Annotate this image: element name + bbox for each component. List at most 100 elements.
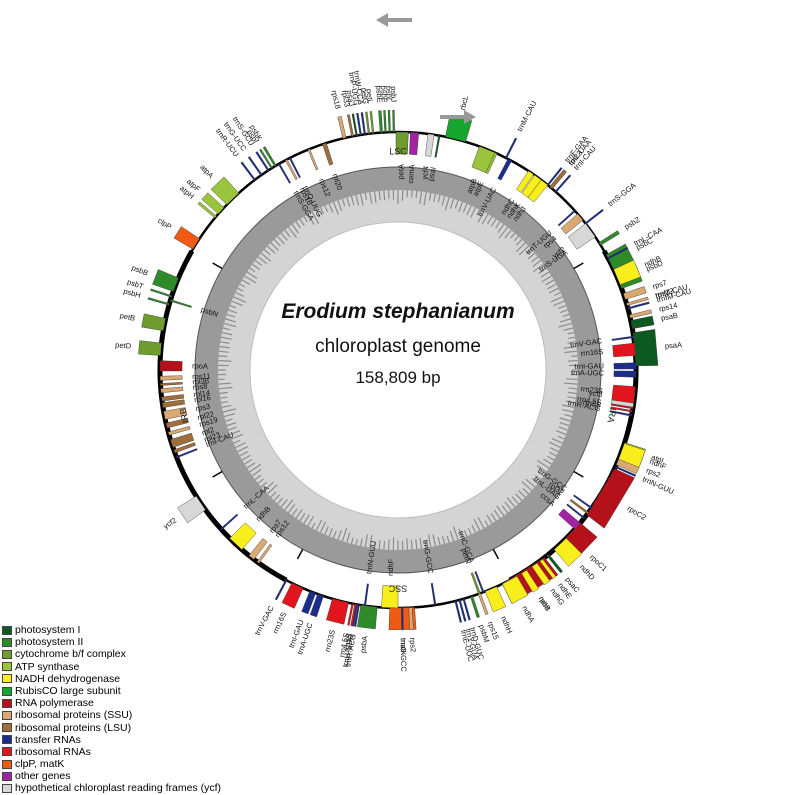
gene-block bbox=[338, 116, 346, 138]
gene-block bbox=[573, 495, 592, 509]
gene-block bbox=[364, 584, 369, 606]
gene-block bbox=[599, 231, 619, 246]
gene-block bbox=[485, 587, 506, 612]
gene-block bbox=[160, 361, 182, 371]
legend-item: clpP, matK bbox=[2, 758, 221, 770]
legend-swatch bbox=[2, 687, 12, 696]
gene-block bbox=[326, 599, 348, 625]
legend-swatch bbox=[2, 638, 12, 647]
gene-label: psbZ bbox=[623, 215, 642, 232]
region-label: IRA bbox=[605, 407, 618, 424]
legend-label: RNA polymerase bbox=[15, 697, 94, 709]
gene-block bbox=[587, 469, 635, 529]
legend-swatch bbox=[2, 674, 12, 683]
legend-label: cytochrome b/f complex bbox=[15, 648, 126, 660]
gene-label: petB bbox=[119, 311, 136, 323]
gene-label: ndhD bbox=[578, 563, 597, 583]
gene-block bbox=[614, 371, 636, 377]
gene-block bbox=[142, 314, 166, 331]
gene-label: psbA bbox=[358, 635, 369, 653]
region-boundary-tick bbox=[574, 472, 584, 478]
legend-swatch bbox=[2, 723, 12, 732]
legend-item: hypothetical chloroplast reading frames … bbox=[2, 782, 221, 794]
gene-block bbox=[370, 111, 374, 133]
legend-item: other genes bbox=[2, 770, 221, 782]
gene-block bbox=[357, 605, 377, 629]
gene-label: rrn16S bbox=[271, 611, 289, 635]
region-boundary-tick bbox=[574, 263, 584, 269]
gene-block bbox=[282, 583, 303, 608]
gc-tick bbox=[389, 540, 390, 550]
legend-item: transfer RNAs bbox=[2, 734, 221, 746]
gene-label: ndhF bbox=[386, 558, 396, 576]
legend-swatch bbox=[2, 626, 12, 635]
gene-block bbox=[160, 376, 182, 381]
legend-swatch bbox=[2, 662, 12, 671]
gene-block bbox=[431, 583, 436, 605]
legend-item: ribosomal proteins (LSU) bbox=[2, 722, 221, 734]
gc-tick bbox=[411, 540, 412, 549]
legend-item: cytochrome b/f complex bbox=[2, 648, 221, 660]
region-label: IRB bbox=[178, 407, 191, 424]
genome-subtitle: chloroplast genome bbox=[248, 336, 548, 358]
gene-label: trnS-GGA bbox=[606, 181, 637, 208]
legend-item: ribosomal RNAs bbox=[2, 746, 221, 758]
legend-label: hypothetical chloroplast reading frames … bbox=[15, 782, 221, 794]
gene-block bbox=[470, 596, 479, 618]
gene-label: rps2 bbox=[408, 637, 418, 652]
gene-block bbox=[478, 593, 488, 615]
legend-label: ribosomal proteins (SSU) bbox=[15, 709, 132, 721]
region-boundary-tick bbox=[213, 472, 223, 478]
gc-tick bbox=[384, 191, 385, 201]
gene-block bbox=[425, 134, 434, 157]
legend-item: RubisCO large subunit bbox=[2, 685, 221, 697]
legend-label: clpP, matK bbox=[15, 758, 64, 770]
gene-block bbox=[585, 209, 603, 224]
gene-block bbox=[631, 316, 654, 329]
gc-tick bbox=[416, 191, 417, 198]
region-label: SSC bbox=[388, 584, 407, 594]
gene-block bbox=[388, 110, 391, 132]
gene-block bbox=[498, 159, 512, 180]
gene-label: atpA bbox=[198, 163, 215, 180]
gene-block bbox=[161, 387, 183, 393]
legend-label: photosystem I bbox=[15, 624, 80, 636]
legend-swatch bbox=[2, 650, 12, 659]
genome-size: 158,809 bp bbox=[248, 368, 548, 388]
legend-label: other genes bbox=[15, 770, 70, 782]
gene-block bbox=[570, 499, 589, 514]
gene-block bbox=[401, 608, 403, 630]
gene-block bbox=[322, 143, 333, 165]
gene-label: clpP bbox=[156, 216, 173, 231]
gene-block bbox=[409, 132, 418, 154]
legend-label: NADH dehydrogenase bbox=[15, 673, 120, 685]
gene-block bbox=[249, 538, 267, 559]
gene-label: petD bbox=[115, 340, 132, 350]
gc-tick bbox=[218, 361, 231, 362]
legend-swatch bbox=[2, 747, 12, 756]
gene-block bbox=[356, 113, 361, 135]
gene-block bbox=[633, 329, 658, 366]
legend-item: photosystem II bbox=[2, 636, 221, 648]
region-boundary-tick bbox=[213, 263, 223, 269]
legend-swatch bbox=[2, 760, 12, 769]
gene-block bbox=[365, 112, 369, 134]
gene-block bbox=[614, 363, 636, 369]
legend-item: NADH dehydrogenase bbox=[2, 673, 221, 685]
gene-block bbox=[168, 426, 190, 435]
gene-label: ndhH bbox=[499, 615, 514, 635]
legend-label: transfer RNAs bbox=[15, 734, 81, 746]
gene-block bbox=[153, 269, 179, 291]
gene-label: trnG-GCC bbox=[399, 638, 409, 672]
gene-label: rbcL bbox=[458, 95, 470, 111]
gene-block bbox=[379, 111, 383, 133]
gene-label: cemA bbox=[406, 164, 416, 184]
gene-label: rrn23S bbox=[323, 629, 337, 653]
legend-swatch bbox=[2, 784, 12, 793]
species-title: Erodium stephanianum bbox=[248, 300, 548, 324]
gene-block bbox=[435, 135, 440, 157]
gene-block bbox=[613, 343, 636, 357]
legend-label: RubisCO large subunit bbox=[15, 685, 121, 697]
gene-block bbox=[383, 110, 386, 132]
